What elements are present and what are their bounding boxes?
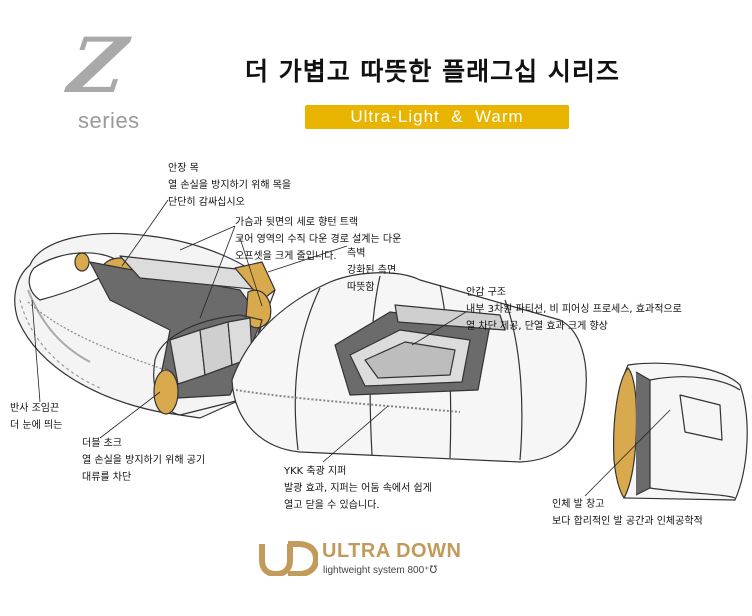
foot-section: [613, 362, 748, 501]
brand-tagline: lightweight system 800⁺℧: [323, 565, 438, 576]
brand-name: ULTRA DOWN: [322, 540, 462, 562]
page-title: 더 가볍고 따뜻한 플래그십 시리즈: [245, 57, 620, 86]
callout-hood-collar: 안장 목 열 손실을 방지하기 위해 목을 단단히 감싸십시오: [168, 163, 292, 208]
callout-side-wall: 측벽 강화된 측면 따뜻함: [347, 248, 397, 293]
leader-lines: [31, 199, 671, 497]
callout-draft-tube: 더블 초크 열 손실을 방지하기 위해 공기 대류를 차단: [82, 438, 206, 483]
body-section: [231, 272, 587, 463]
callout-drawcord: 반사 조임끈 더 눈에 띄는: [10, 403, 63, 431]
series-logo-word: series: [78, 108, 140, 133]
ud-logo-icon: [259, 541, 318, 576]
subtitle-banner: [305, 105, 569, 129]
callout-foot-box: 인체 발 창고 보다 합리적인 발 공간과 인체공학적: [552, 499, 703, 527]
callout-zipper: YKK 축광 지퍼 발광 효과, 지퍼는 어둠 속에서 쉽게 열고 닫을 수 있…: [284, 466, 432, 511]
callout-baffles: 가슴과 뒷면의 세로 향턴 트랙 코어 영역의 수직 다운 경로 설계는 다운 …: [235, 217, 402, 262]
callout-inner-structure: 안감 구조 내부 3차원 파티션, 비 피어싱 프로세스, 효과적으로 열 차단…: [466, 287, 682, 332]
hood-section: [14, 233, 276, 419]
subtitle-text: Ultra-Light & Warm: [350, 107, 524, 126]
